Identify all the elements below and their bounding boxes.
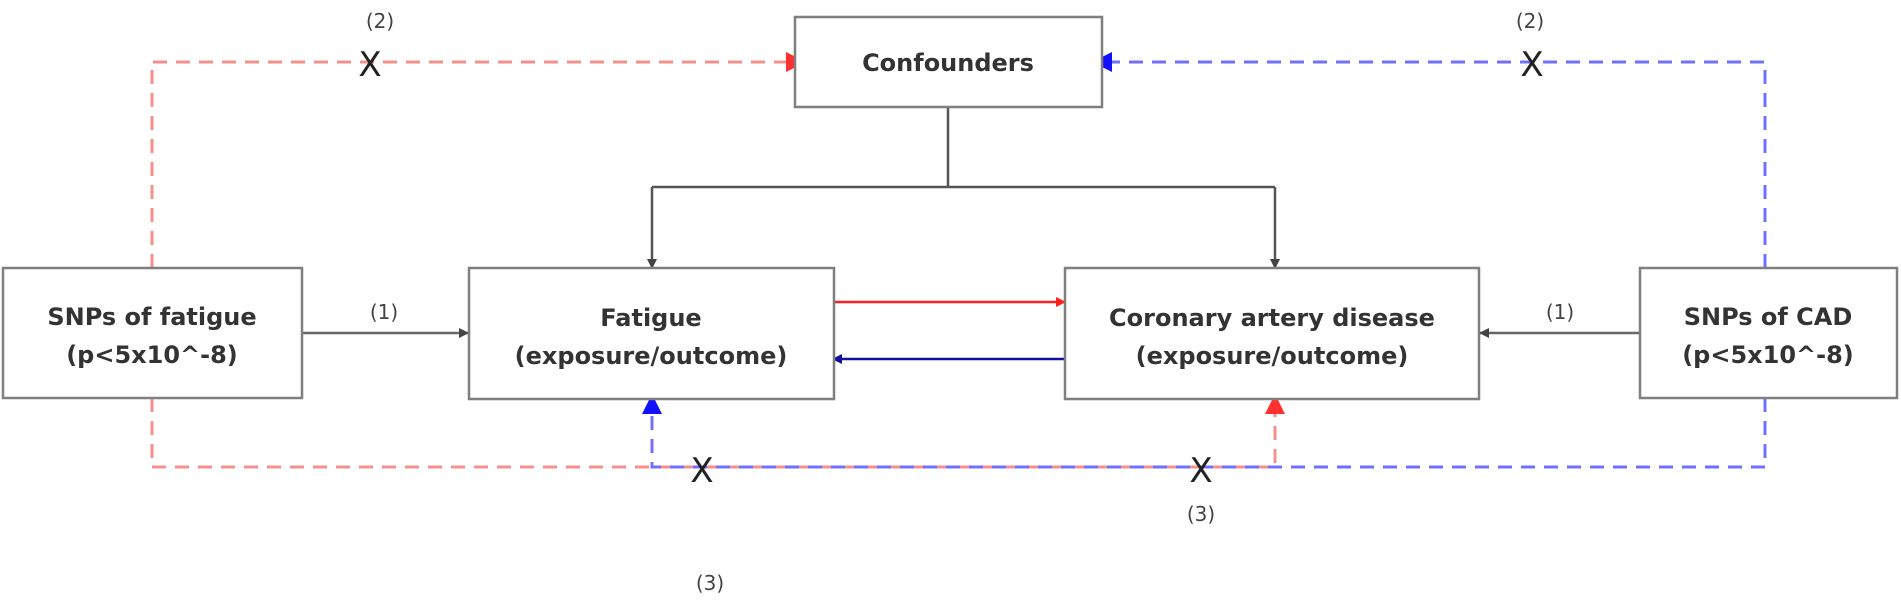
cross-mark-bottom-left: X xyxy=(690,451,713,491)
fatigue-sublabel: (exposure/outcome) xyxy=(515,342,788,370)
assumption-3-bottom-label: (3) xyxy=(1187,502,1215,526)
cad-sublabel: (exposure/outcome) xyxy=(1136,342,1409,370)
cad-node: Coronary artery disease (exposure/outcom… xyxy=(1063,266,1481,401)
assumption-2-left-label: (2) xyxy=(366,9,394,33)
snps-fatigue-threshold: (p<5x10^-8) xyxy=(66,341,238,369)
dashed-blue-top-path xyxy=(1102,60,1767,268)
cross-mark-top-right: X xyxy=(1520,45,1543,85)
snps-fatigue-label: SNPs of fatigue xyxy=(47,303,256,331)
cad-label: Coronary artery disease xyxy=(1109,304,1435,332)
confounders-label: Confounders xyxy=(862,49,1034,77)
dashed-red-bottom-arrowhead xyxy=(1265,394,1285,414)
snps-cad-threshold: (p<5x10^-8) xyxy=(1682,341,1854,369)
snps-fatigue-node: SNPs of fatigue (p<5x10^-8) xyxy=(1,266,304,400)
dashed-red-top-path xyxy=(150,60,795,268)
dashed-blue-bottom-path xyxy=(650,398,1767,469)
confounders-node: Confounders xyxy=(793,15,1104,109)
fatigue-node: Fatigue (exposure/outcome) xyxy=(467,266,836,401)
assumption-1-right-label: (1) xyxy=(1546,300,1574,324)
assumption-2-right-label: (2) xyxy=(1516,9,1544,33)
cross-mark-bottom-right: X xyxy=(1189,451,1212,491)
fatigue-label: Fatigue xyxy=(600,304,701,332)
assumption-3-lower-label: (3) xyxy=(696,571,724,595)
dashed-red-bottom-path xyxy=(150,398,1277,469)
cross-mark-top-left: X xyxy=(358,45,381,85)
snps-cad-node: SNPs of CAD (p<5x10^-8) xyxy=(1638,266,1899,400)
snps-cad-label: SNPs of CAD xyxy=(1684,303,1853,331)
dashed-blue-bottom-arrowhead xyxy=(642,394,662,414)
assumption-1-left-label: (1) xyxy=(370,300,398,324)
